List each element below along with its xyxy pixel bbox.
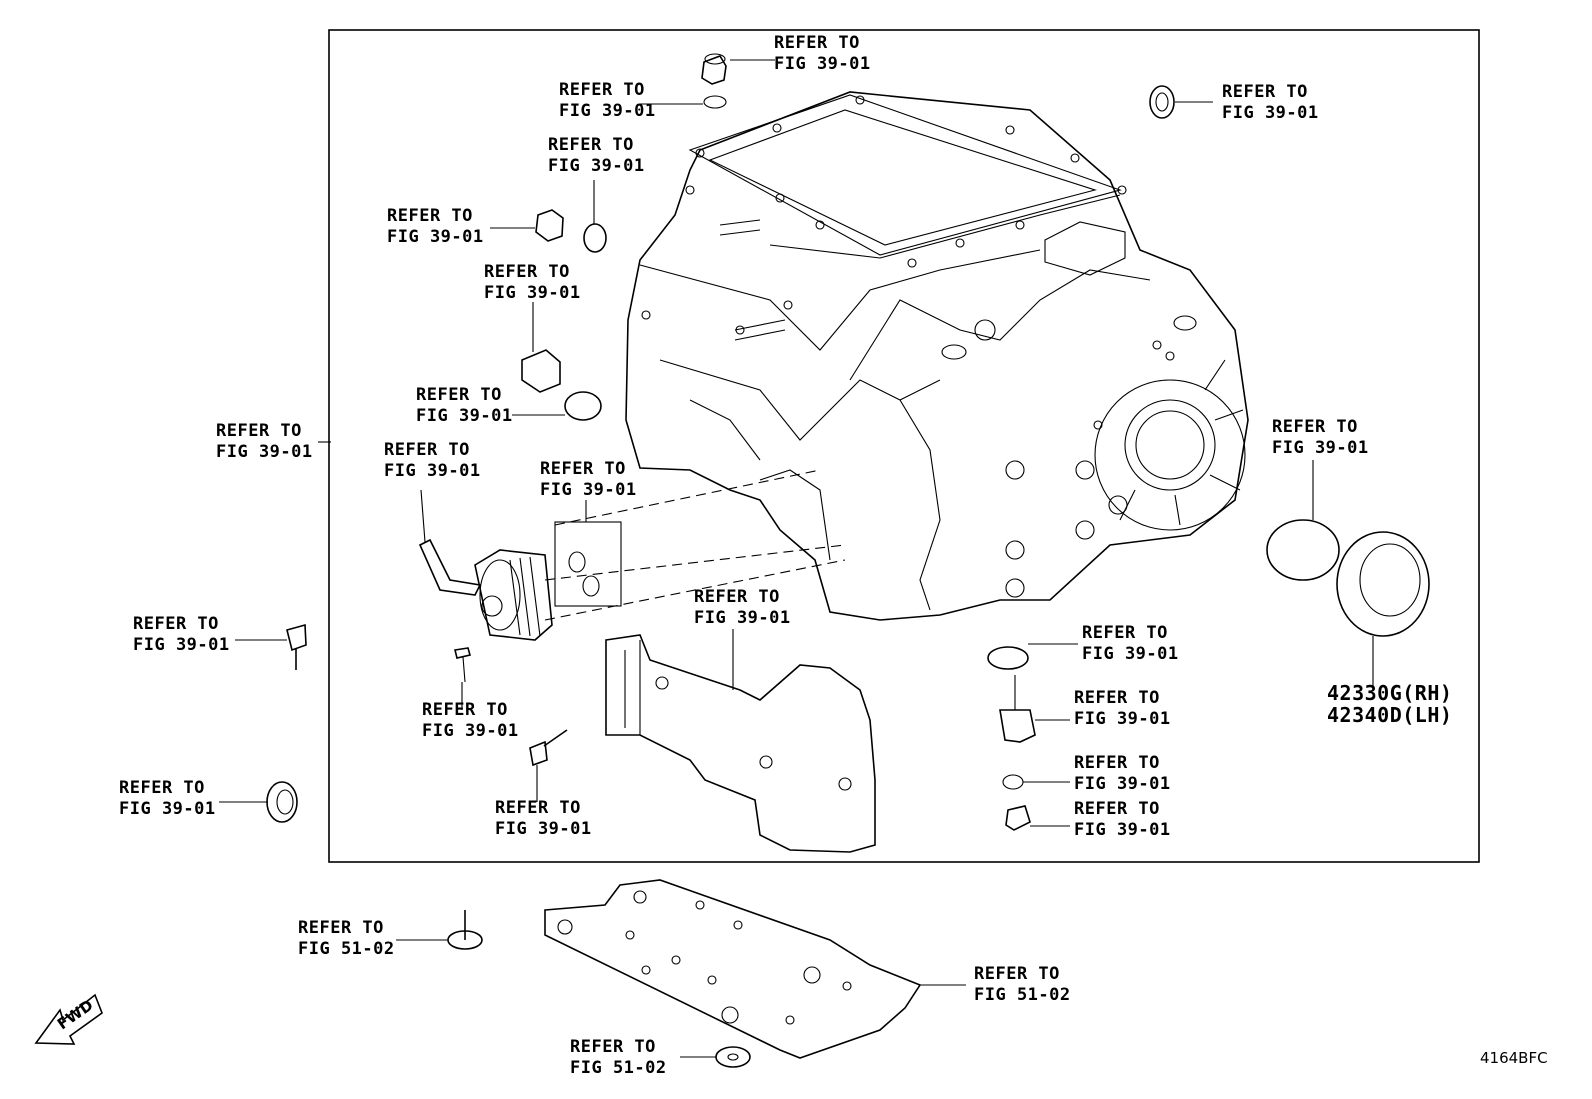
small-parts bbox=[266, 53, 1430, 1068]
undercover-plate bbox=[544, 879, 922, 1059]
assembly-frame bbox=[328, 29, 1480, 863]
fwd-label: FWD bbox=[54, 996, 96, 1033]
transaxle-housing bbox=[625, 91, 1249, 621]
part-number-label: 42330G(RH)42340D(LH) bbox=[1327, 681, 1453, 727]
leader-lines bbox=[219, 59, 1374, 1058]
fwd-arrow-icon: FWD bbox=[34, 993, 103, 1045]
diagram-id: 4164BFC bbox=[1480, 1049, 1548, 1067]
orings-box bbox=[554, 521, 622, 607]
oil-cooler bbox=[418, 538, 553, 641]
side-cover bbox=[605, 634, 876, 853]
